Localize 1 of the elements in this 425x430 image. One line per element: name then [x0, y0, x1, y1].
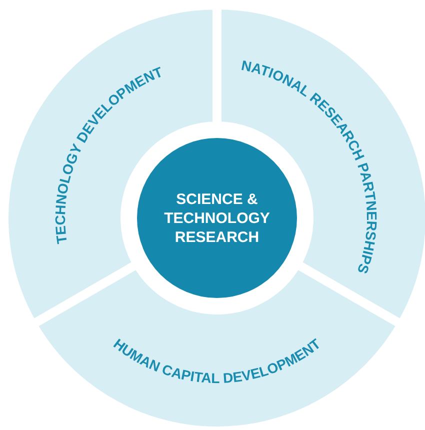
- circle-label: SCIENCE & TECHNOLOGY RESEARCH: [163, 190, 271, 246]
